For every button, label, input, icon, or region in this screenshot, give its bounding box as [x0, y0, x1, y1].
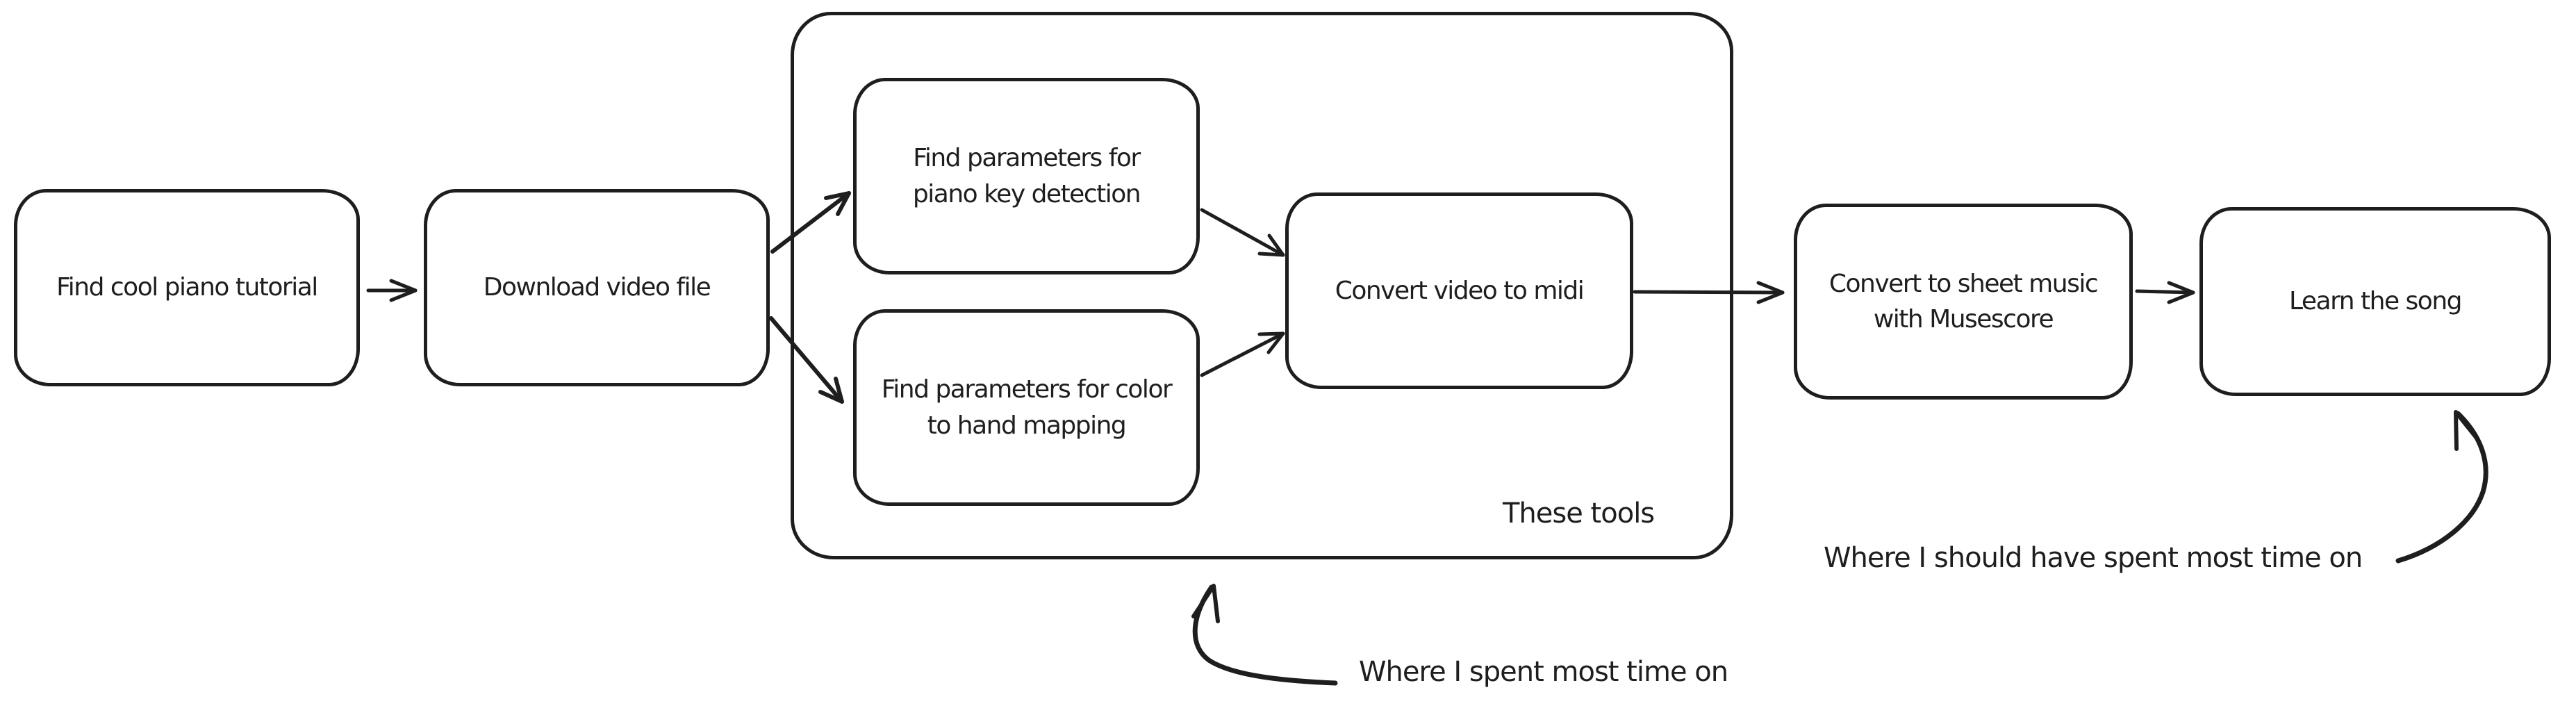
annotation-arrow-spent-most-time — [1191, 584, 1338, 686]
node-learn-the-song: Learn the song — [2199, 207, 2551, 396]
arrow-convert-sheet-to-learn-song — [2135, 281, 2195, 304]
node-label: Find parameters for color to hand mappin… — [881, 375, 1173, 440]
node-label: Download video file — [483, 273, 711, 302]
node-label: Find parameters for piano key detection — [912, 144, 1141, 208]
annotation-should-have-spent-most-time: Where I should have spent most time on — [1824, 542, 2363, 574]
node-label: Learn the song — [2288, 287, 2463, 316]
node-find-parameters-piano-key-detection: Find parameters for piano key detection — [853, 78, 1200, 274]
annotation-spent-most-time: Where I spent most time on — [1359, 656, 1728, 688]
group-these-tools-label: These tools — [1503, 498, 1655, 530]
node-label: Find cool piano tutorial — [56, 273, 318, 302]
node-find-parameters-color-hand-mapping: Find parameters for color to hand mappin… — [853, 309, 1200, 506]
arrow-find-tutorial-to-download-video — [366, 279, 418, 302]
annotation-arrow-should-have-spent-most-time — [2395, 410, 2488, 564]
node-label: Convert video to midi — [1335, 276, 1585, 305]
node-convert-video-to-midi: Convert video to midi — [1285, 192, 1633, 389]
group-these-tools-box — [791, 12, 1733, 559]
node-convert-to-sheet-music-musescore: Convert to sheet music with Musescore — [1794, 204, 2133, 400]
node-label: Convert to sheet music with Musescore — [1828, 269, 2099, 334]
node-find-cool-piano-tutorial: Find cool piano tutorial — [14, 189, 360, 386]
node-download-video-file: Download video file — [424, 189, 770, 386]
